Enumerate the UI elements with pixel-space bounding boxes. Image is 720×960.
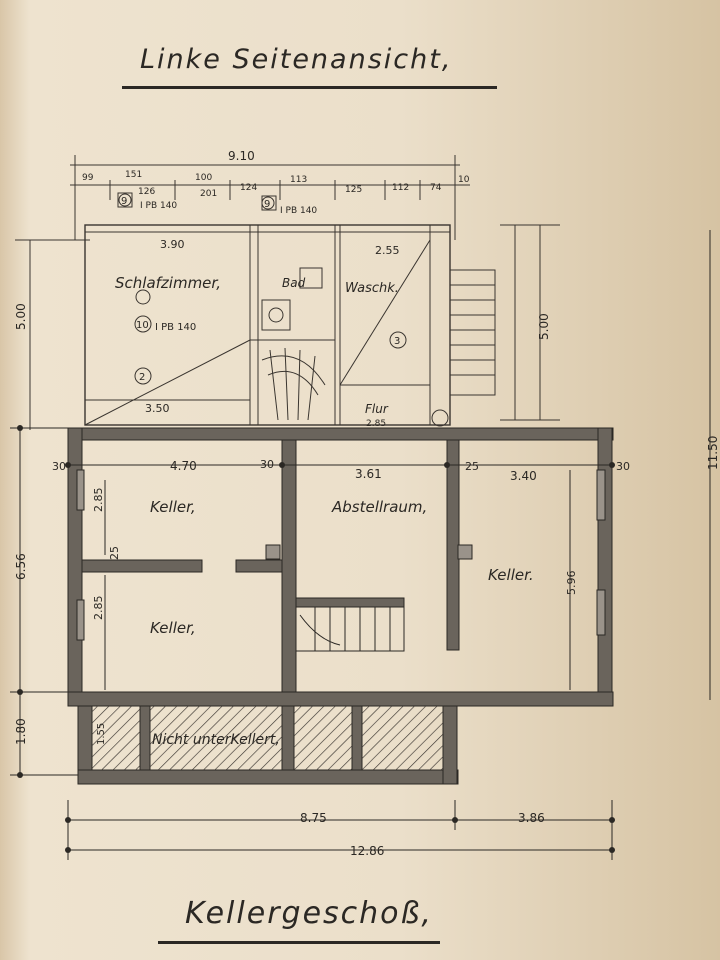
label-num-10: 10 [136,320,149,331]
dim-wall-25-a: 25 [465,460,479,473]
dim-bottom-right: 3.86 [518,811,545,825]
room-flur: Flur [365,402,389,416]
dim-99: 99 [82,173,94,183]
label-window-pb-2: I PB 140 [280,206,317,216]
title-top-underline [122,86,497,89]
room-keller-sw: Keller, [150,619,196,637]
dim-125: 125 [345,185,362,195]
dim-right-upper: 5.00 [537,313,551,340]
label-nicht-unterkellert: Nicht unterKellert, [152,732,280,748]
basement-stairs [295,606,405,652]
dim-201: 201 [200,189,217,199]
label-window-pb-1: I PB 140 [140,201,177,211]
dim-right-far: 11.50 [706,436,720,470]
room-schlafzimmer: Schlafzimmer, [115,274,221,292]
dim-112: 112 [392,183,409,193]
room-abstellraum: Abstellraum, [331,498,427,516]
dim-126: 126 [138,187,155,197]
chimney-marks [76,469,606,641]
dim-113: 113 [290,175,307,185]
dim-overall-bottom: 12.86 [350,844,384,858]
dim-100: 100 [195,173,212,183]
dim-left-lower: 1.80 [14,718,28,745]
dim-wall-30-c: 30 [616,460,630,473]
dim-bedroom-width-2: 3.50 [145,402,170,415]
dim-74: 74 [430,183,442,193]
dim-keller-e-width: 3.40 [510,469,537,483]
unexcavated-hatching [92,706,443,770]
room-bad: Bad [282,276,306,290]
dim-124: 124 [240,183,257,193]
dim-wall-25-b: 25 [108,546,121,560]
dim-left-upper: 5.00 [14,303,28,330]
dim-wall-30-b: 30 [260,458,274,471]
dim-abstell-width: 3.61 [355,467,382,481]
dim-flur-area: 2.85 [366,419,386,429]
title-linke-seitenansicht: Linke Seitenansicht, [140,44,453,75]
dim-bedroom-width: 3.90 [160,238,185,251]
dim-wall-30-a: 30 [52,460,66,473]
dim-height-155: 1.55 [96,723,107,745]
dim-10: 10 [458,175,470,185]
upper-plan-lines [15,155,560,430]
label-num-2: 2 [139,372,145,383]
title-bottom-underline [158,941,440,944]
dim-keller-width: 4.70 [170,459,197,473]
dim-keller-e-height: 5.96 [565,571,578,596]
dim-height-285-a: 2.85 [92,488,105,513]
basement-walls [67,427,614,785]
title-kellergeschoss: Kellergeschoß, [185,896,433,931]
dim-151: 151 [125,170,142,180]
dimension-dots [17,425,615,853]
label-num-9-b: 9 [264,199,270,210]
dim-height-285-b: 2.85 [92,596,105,621]
dim-bottom-left: 8.75 [300,811,327,825]
label-num-9: 9 [121,196,127,207]
room-keller-e: Keller. [488,566,534,584]
room-keller-nw: Keller, [150,498,196,516]
label-num-3: 3 [394,336,400,347]
label-window-pb-3: I PB 140 [155,322,196,333]
dim-overall-top: 9.10 [228,149,255,163]
dim-left-middle: 6.56 [14,553,28,580]
room-waschk: Waschk. [345,281,399,296]
dim-wash-width: 2.55 [375,244,400,257]
